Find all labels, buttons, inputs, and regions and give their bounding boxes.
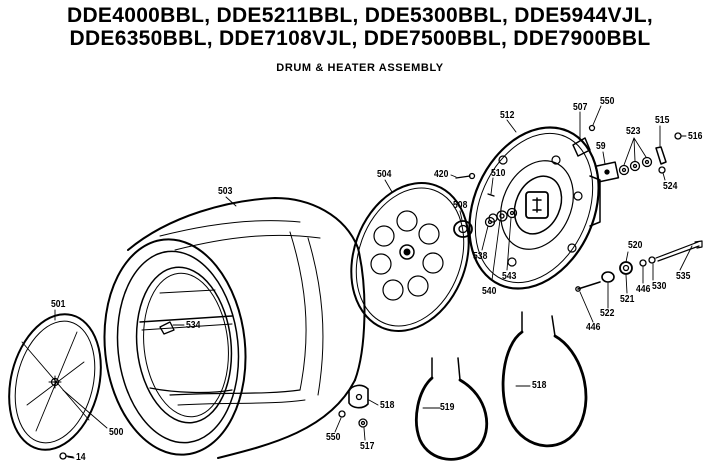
diagram-subtitle: DRUM & HEATER ASSEMBLY — [276, 62, 444, 74]
hardware-parts — [59, 124, 703, 460]
part-label-535: 535 — [676, 270, 691, 282]
front-drum-seal — [8, 313, 102, 451]
part-label-550-top: 550 — [600, 95, 615, 107]
part-label-503: 503 — [218, 185, 233, 197]
drum-back-plate — [350, 182, 470, 332]
part-label-501: 501 — [51, 298, 66, 310]
part-label-517: 517 — [360, 440, 375, 452]
model-list-line-2: DDE6350BBL, DDE7108VJL, DDE7500BBL, DDE7… — [69, 27, 651, 50]
part-label-500: 500 — [109, 426, 124, 438]
part-label-543: 543 — [502, 270, 517, 282]
part-label-446-left: 446 — [586, 321, 601, 333]
part-label-446-right: 446 — [636, 283, 651, 295]
part-label-508: 508 — [453, 199, 468, 211]
heater-coil-519 — [415, 357, 489, 461]
part-label-518-bracket: 518 — [380, 399, 395, 411]
heater-coil-518 — [501, 311, 588, 448]
part-label-520: 520 — [628, 239, 643, 251]
part-label-518-coil: 518 — [532, 379, 547, 391]
part-label-519: 519 — [440, 401, 455, 413]
drum — [103, 197, 366, 459]
part-label-504: 504 — [377, 168, 392, 180]
part-label-512: 512 — [500, 109, 515, 121]
part-label-524: 524 — [663, 180, 678, 192]
part-label-515: 515 — [655, 114, 670, 126]
heater-housing — [468, 126, 601, 290]
part-label-14: 14 — [76, 451, 86, 463]
part-label-59: 59 — [596, 140, 606, 152]
part-label-538: 538 — [473, 250, 488, 262]
part-label-530: 530 — [652, 280, 667, 292]
part-label-516: 516 — [688, 130, 703, 142]
part-label-540: 540 — [482, 285, 497, 297]
part-label-510: 510 — [491, 167, 506, 179]
model-list-line-1: DDE4000BBL, DDE5211BBL, DDE5300BBL, DDE5… — [67, 4, 653, 27]
part-label-550-bottom: 550 — [326, 431, 341, 443]
part-label-521: 521 — [620, 293, 635, 305]
leader-lines — [54, 105, 693, 459]
part-label-523: 523 — [626, 125, 641, 137]
part-label-507: 507 — [573, 101, 588, 113]
part-label-534: 534 — [186, 319, 201, 331]
part-label-420: 420 — [434, 168, 449, 180]
part-label-522: 522 — [600, 307, 615, 319]
